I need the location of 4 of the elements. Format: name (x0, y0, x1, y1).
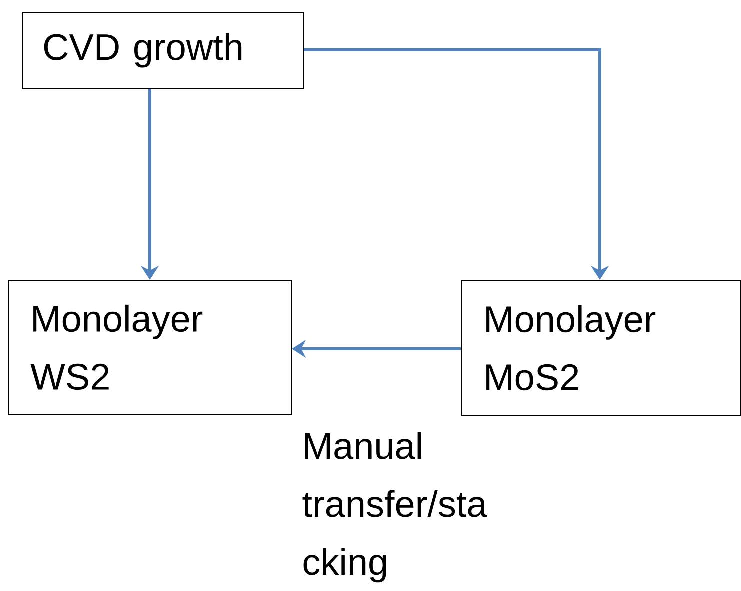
process-box: Monolayer MoS2 (461, 280, 741, 416)
process-box: Monolayer WS2 (8, 280, 292, 415)
process-box: CVD growth (22, 12, 304, 89)
edge-label: Manual transfer/sta cking (302, 432, 488, 583)
